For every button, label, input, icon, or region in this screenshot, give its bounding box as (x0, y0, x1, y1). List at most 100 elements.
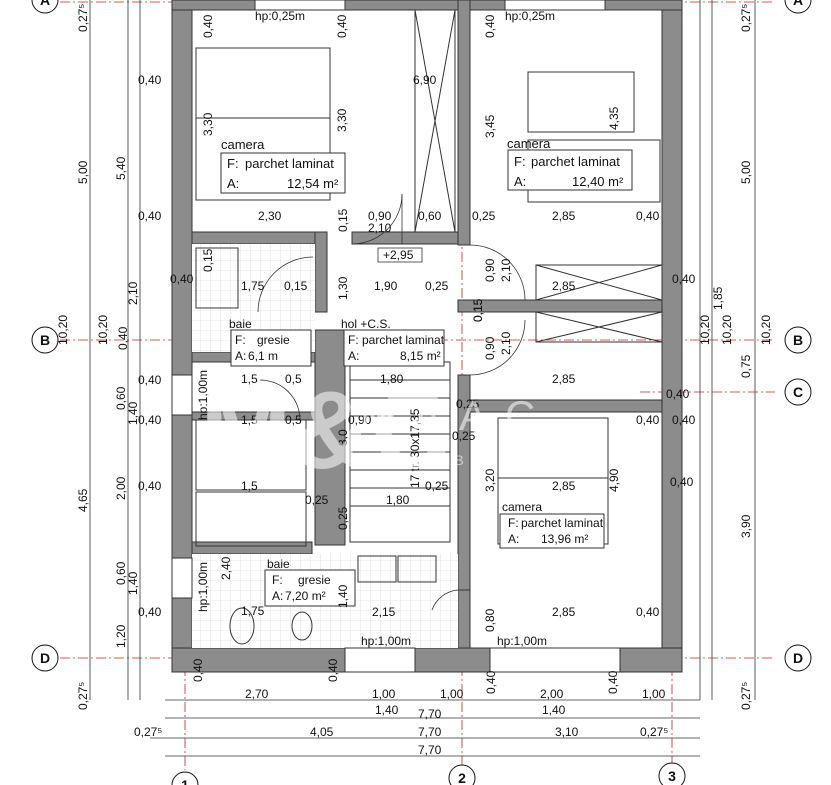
dim-int-49: 1,40 (336, 584, 350, 608)
dim-int-2: 6,90 (413, 73, 437, 87)
room-area-prefix-bath-small: A: (235, 349, 246, 363)
axis-label-2: 2 (458, 770, 466, 785)
dim-int-13: 2,85 (552, 209, 576, 223)
dim-int-20: 1,90 (374, 279, 398, 293)
dim-left-20: 1,20 (114, 624, 128, 648)
dim-int-52: 2,85 (552, 605, 576, 619)
dims-left: 0,27⁵ 0,40 5,00 5,40 0,40 0,40 2,10 10,2… (56, 4, 194, 710)
room-name-bath-large: baie (267, 557, 290, 571)
watermark: M&C MAAC IMOBILIARE (200, 369, 553, 492)
dim-left-21: 0,27⁵ (76, 682, 90, 710)
dim-bottom-r1-1: 1,00 (372, 687, 396, 701)
dims-bottom: 2,70 1,00 1,00 2,00 1,00 0,40 0,40 0,40 … (134, 658, 668, 757)
hp-bath-large: hp:1,00m (196, 562, 210, 612)
dim-int-10: 0,90 (368, 209, 392, 223)
stairs-label: 17 tr. 30x17,35 (408, 408, 422, 488)
dim-right-4: 10,20 (698, 315, 712, 345)
dim-int-4: 3,30 (335, 108, 349, 132)
room-area-bath-large: 7,20 m² (285, 589, 326, 603)
dim-int-21: 0,25 (425, 279, 449, 293)
dim-right-8: 0,40 (666, 387, 690, 401)
room-area-prefix-top-right: A: (514, 174, 526, 189)
dim-left-6: 2,10 (126, 281, 140, 305)
dim-int-17: 1,75 (241, 279, 265, 293)
dim-int-27: 0,90 (483, 336, 497, 360)
room-area-prefix-top-left: A: (227, 176, 239, 191)
hp-bottom-2: hp:1,00m (497, 634, 547, 648)
dim-left-12: 1,40 (126, 401, 140, 425)
room-floor-prefix-bottom-right: F: (508, 516, 519, 530)
room-floor-top-left: parchet laminat (245, 156, 334, 171)
dim-int-23: 2,10 (499, 258, 513, 282)
dim-bottom-r3-3: 3,10 (555, 725, 579, 739)
axis-label-a-right: A (793, 0, 803, 8)
axis-label-b-left: B (40, 332, 50, 348)
dim-int-46: 0,25 (305, 493, 329, 507)
dim-int-45: 0,40 (670, 475, 694, 489)
dim-bottom-s-0: 0,40 (191, 658, 205, 682)
axis-label-d-right: D (793, 650, 803, 666)
room-floor-bottom-right: parchet laminat (521, 516, 604, 530)
dim-int-38: 0,40 (636, 413, 660, 427)
dim-left-1: 0,40 (138, 73, 162, 87)
dim-right-7: 0,75 (739, 354, 753, 378)
dim-bottom-s-3: 0,40 (606, 670, 620, 694)
room-name-top-left: camera (221, 137, 265, 152)
dim-left-18: 1,40 (126, 571, 140, 595)
level-box (377, 247, 423, 263)
dim-left-9: 0,40 (116, 326, 130, 350)
dim-int-44: 2,85 (552, 479, 576, 493)
dim-bottom-r1-0: 2,70 (245, 687, 269, 701)
dim-int-34: 0,5 (285, 413, 302, 427)
dim-bottom-r4-0: 7,70 (418, 743, 442, 757)
dim-int-29: 1,80 (380, 372, 404, 386)
dim-int-24: 2,85 (552, 279, 576, 293)
dim-left-15: 2,00 (114, 476, 128, 500)
dim-int-15: 2,10 (368, 221, 392, 235)
dim-int-37: 0,25 (452, 429, 476, 443)
dim-int-22: 0,90 (483, 258, 497, 282)
dim-right-10: 0,27⁵ (739, 682, 753, 710)
dim-right-2: 0,40 (672, 272, 696, 286)
dim-bottom-r1-4: 1,00 (642, 687, 666, 701)
room-area-hall: 8,15 m² (400, 349, 441, 363)
room-name-hall: hol +C.S. (341, 317, 391, 331)
hp-bath-small: hp:1,00m (196, 370, 210, 420)
dim-left-13: 0,40 (138, 413, 162, 427)
dim-bottom-r3-0: 0,27⁵ (134, 725, 162, 739)
dim-int-11: 0,60 (418, 209, 442, 223)
axis-label-1: 1 (181, 777, 189, 785)
watermark-text: MAAC (360, 392, 553, 439)
dim-int-51: 0,80 (483, 608, 497, 632)
axis-label-a-left: A (40, 0, 50, 8)
dim-right-3: 1,85 (711, 286, 725, 310)
dim-int-9: 0,15 (336, 208, 350, 232)
room-floor-bath-large: gresie (298, 573, 331, 587)
dim-int-6: 0,40 (483, 14, 497, 38)
stairs-run: 3,0 (336, 429, 350, 446)
axis-labels: A A B B C D D 1 2 3 (40, 0, 803, 785)
room-floor-prefix-top-left: F: (227, 156, 239, 171)
dim-left-7: 10,20 (56, 315, 70, 345)
watermark-sub: IMOBILIARE (410, 452, 550, 468)
room-name-bath-small: baie (229, 317, 252, 331)
dim-int-18: 0,15 (284, 279, 308, 293)
dim-left-3: 5,40 (114, 156, 128, 180)
axis-label-c-right: C (793, 384, 803, 400)
dim-int-53: 0,40 (636, 605, 660, 619)
hp-top-left: hp:0,25m (255, 9, 305, 23)
dim-left-19: 0,40 (138, 605, 162, 619)
door-swings (257, 193, 526, 611)
dim-int-39: 1,5 (241, 479, 258, 493)
room-name-top-right: camera (507, 136, 551, 151)
dim-int-40: 0,25 (425, 479, 449, 493)
dim-int-50: 2,15 (372, 605, 396, 619)
room-area-bath-small: 6,1 m (248, 349, 278, 363)
dim-bottom-r1-3: 2,00 (540, 687, 564, 701)
dim-int-16: 0,15 (201, 248, 215, 272)
windows (171, 0, 621, 673)
axis-label-b-right: B (793, 332, 803, 348)
dim-int-3: 3,30 (201, 112, 215, 136)
dim-int-30: 2,85 (552, 372, 576, 386)
dim-int-54: 0,40 (672, 413, 696, 427)
